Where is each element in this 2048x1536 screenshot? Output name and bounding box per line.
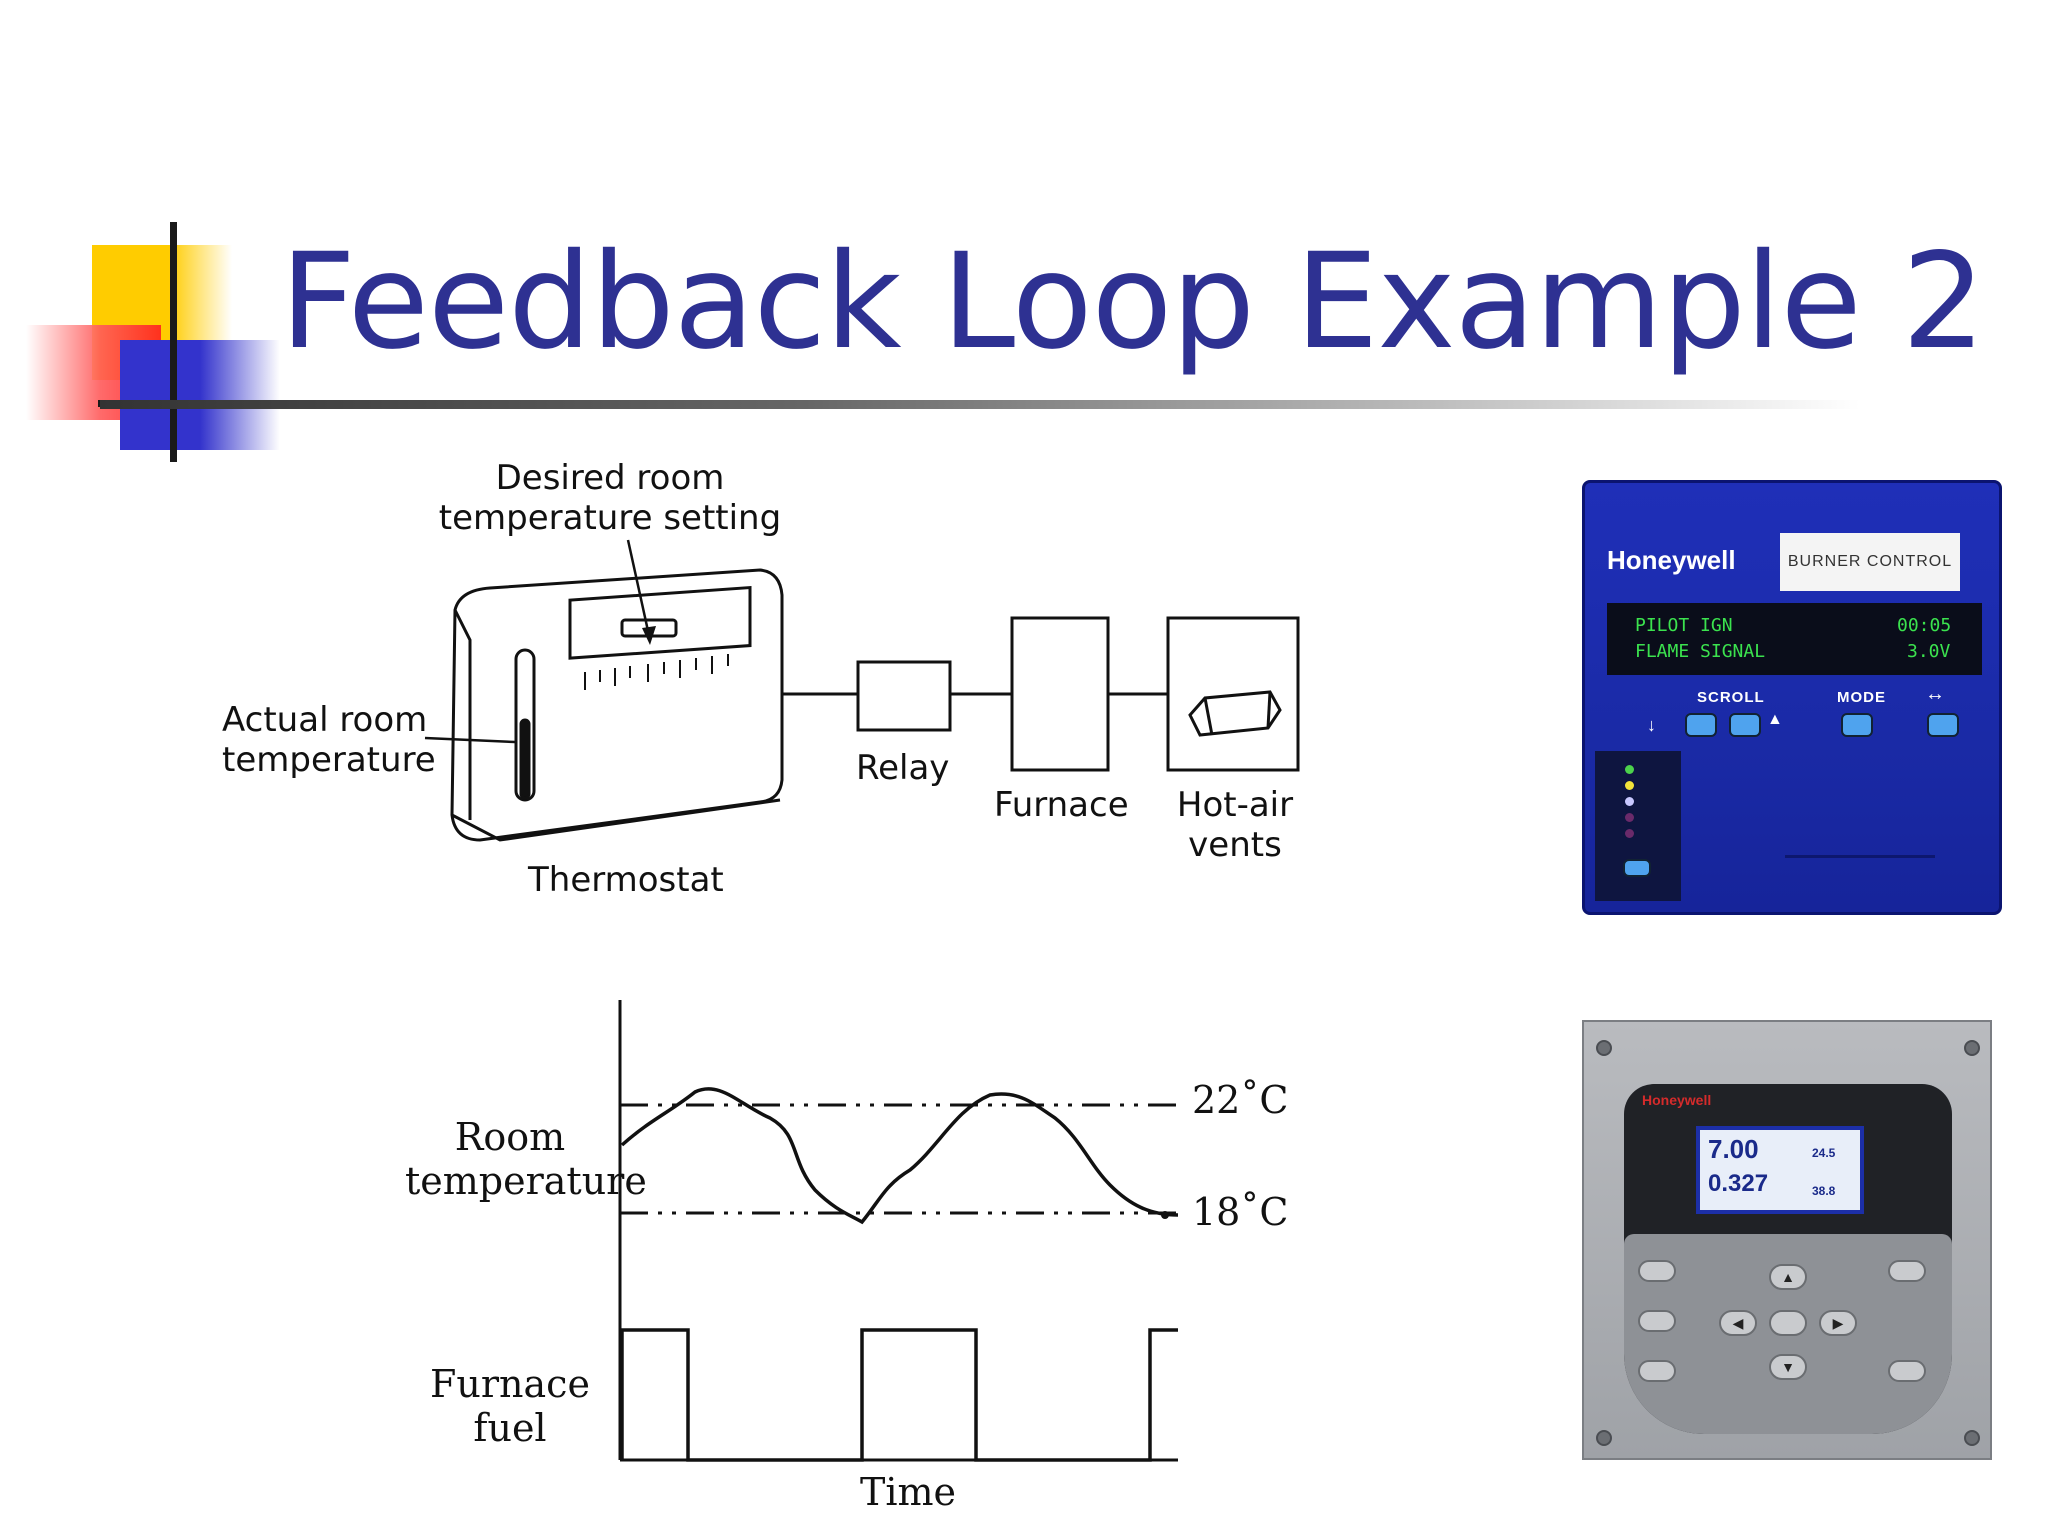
scroll-down-button[interactable]	[1685, 713, 1717, 737]
analyzer-main-reading: 7.00	[1708, 1134, 1759, 1164]
relay-label: Relay	[856, 748, 950, 788]
analyzer-keypad: ▲ ◀ ▶ ▼	[1624, 1234, 1952, 1434]
right-arrow-icon[interactable]: ▶	[1819, 1310, 1857, 1336]
upper-threshold-label: 22˚C	[1192, 1078, 1289, 1122]
screw-icon	[1596, 1040, 1612, 1056]
lcd-line1-left: PILOT IGN	[1635, 615, 1733, 636]
analyzer-brand: Honeywell	[1642, 1092, 1712, 1108]
scroll-label: SCROLL	[1697, 689, 1765, 706]
enter-button[interactable]	[1769, 1310, 1807, 1336]
analyzer-side-value-1: 24.5	[1812, 1146, 1836, 1160]
screw-icon	[1964, 1430, 1980, 1446]
status-led-panel	[1595, 751, 1681, 901]
actual-temp-label: Actual room temperature	[222, 700, 436, 780]
down-arrow-icon[interactable]: ▼	[1769, 1354, 1807, 1380]
analyzer-key[interactable]	[1638, 1360, 1676, 1382]
furnace-fuel-label: Furnace fuel	[430, 1362, 590, 1450]
analyzer-secondary-reading: 0.327	[1708, 1170, 1769, 1197]
burner-brand: Honeywell	[1607, 545, 1736, 575]
screw-icon	[1964, 1040, 1980, 1056]
title-underline	[100, 400, 1860, 409]
slide-title: Feedback Loop Example 2	[280, 225, 1986, 379]
desired-temp-label: Desired room temperature setting	[438, 458, 782, 538]
analyzer-device: ▲ ◀ ▶ ▼ Honeywell 7.00 0.327 24.5 38.8	[1582, 1020, 1992, 1460]
threshold-lines	[620, 1103, 1178, 1215]
thermostat-body	[450, 568, 784, 842]
arrow-up-icon: ▲	[1767, 711, 1783, 728]
flame-led-icon	[1625, 797, 1634, 806]
furnace-fuel-wave	[620, 1328, 1178, 1462]
thermostat-label: Thermostat	[528, 860, 724, 900]
burner-tag: BURNER CONTROL	[1780, 533, 1960, 591]
up-arrow-icon[interactable]: ▲	[1769, 1264, 1807, 1290]
mode-button[interactable]	[1841, 713, 1873, 737]
lcd-line2-left: FLAME SIGNAL	[1635, 641, 1766, 662]
power-led-icon	[1625, 765, 1634, 774]
lower-threshold-label: 18˚C	[1192, 1190, 1289, 1234]
analyzer-key[interactable]	[1638, 1260, 1676, 1282]
burner-control-device: Honeywell BURNER CONTROL PILOT IGN 00:05…	[1582, 480, 2002, 915]
left-arrow-icon[interactable]: ◀	[1719, 1310, 1757, 1336]
arrow-down-icon: ↓	[1647, 715, 1656, 735]
analyzer-key[interactable]	[1638, 1310, 1676, 1332]
hot-air-vents-label: Hot-air vents	[1176, 785, 1294, 865]
burner-lcd: PILOT IGN 00:05 FLAME SIGNAL 3.0V	[1607, 603, 1982, 675]
analyzer-lcd: 7.00 0.327 24.5 38.8	[1696, 1126, 1864, 1214]
furnace-label: Furnace	[994, 785, 1129, 825]
mode-label: MODE	[1837, 689, 1886, 706]
analyzer-key[interactable]	[1888, 1360, 1926, 1382]
lcd-line1-right: 00:05	[1897, 615, 1952, 636]
room-temperature-label: Room temperature	[405, 1115, 647, 1203]
mode-right-button[interactable]	[1927, 713, 1959, 737]
accent-blue-square	[120, 340, 280, 450]
scroll-up-button[interactable]	[1729, 713, 1761, 737]
left-right-arrow-icon: ↔	[1925, 683, 1945, 705]
analyzer-face: ▲ ◀ ▶ ▼ Honeywell 7.00 0.327 24.5 38.8	[1624, 1084, 1952, 1434]
main-led-icon	[1625, 813, 1634, 822]
analyzer-side-value-2: 38.8	[1812, 1184, 1836, 1198]
analyzer-key[interactable]	[1888, 1260, 1926, 1282]
screw-icon	[1596, 1430, 1612, 1446]
pilot-led-icon	[1625, 781, 1634, 790]
accent-vertical-line	[170, 222, 177, 462]
room-temperature-curve	[620, 1087, 1179, 1225]
lcd-line2-right: 3.0V	[1907, 641, 1951, 662]
burner-slot	[1785, 855, 1935, 858]
alarm-led-icon	[1625, 829, 1634, 838]
graph-axes	[618, 1000, 1178, 1462]
reset-button[interactable]	[1623, 859, 1651, 877]
time-axis-label: Time	[860, 1470, 957, 1514]
